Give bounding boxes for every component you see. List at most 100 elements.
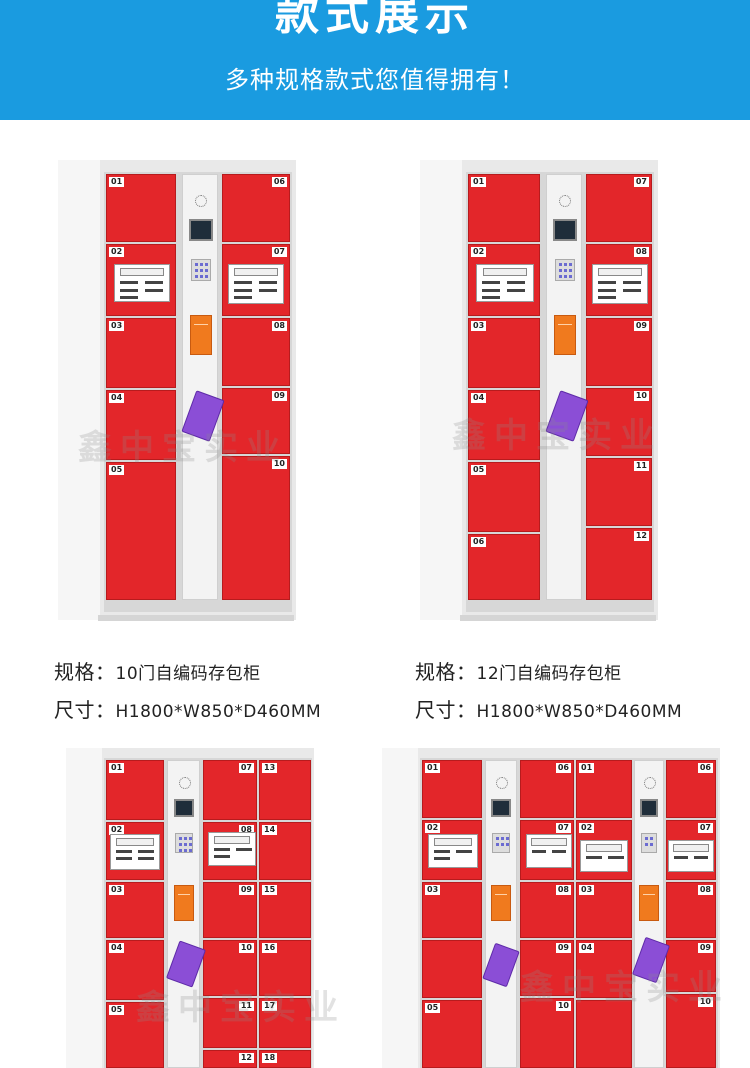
locker-image-double-unit: 01 02 03 05 06 07 08 09 10 01 02 03 04 0… [382, 748, 720, 1068]
door-number: 02 [425, 823, 441, 833]
door-number: 04 [109, 943, 125, 953]
watermark: 鑫中宝实业 [520, 968, 730, 1008]
door-number: 02 [579, 823, 595, 833]
instruction-label [174, 885, 194, 921]
locker-door: 01 [422, 760, 482, 818]
door-number: 05 [109, 1005, 125, 1015]
instruction-label [491, 885, 511, 921]
locker-door: 09 [520, 940, 574, 996]
size-value: H1800*W850*D460MM [476, 702, 683, 722]
locker-door: 08 [222, 318, 290, 386]
speaker-icon [496, 777, 508, 789]
door-number: 06 [271, 177, 287, 187]
door-number: 03 [109, 321, 125, 331]
locker-door [576, 1000, 632, 1068]
size-value: H1800*W850*D460MM [115, 702, 322, 722]
door-number: 07 [697, 823, 713, 833]
watermark: 鑫中宝实业 [78, 428, 288, 468]
locker-door: 05 [106, 1002, 164, 1068]
locker-door: 15 [259, 882, 311, 938]
door-number: 01 [425, 763, 441, 773]
locker-door: 09 [666, 940, 716, 992]
door-number: 01 [579, 763, 595, 773]
locker-door: 09 [222, 388, 290, 454]
operation-steps-panel [114, 264, 170, 302]
instruction-label [554, 315, 576, 355]
door-number: 08 [555, 885, 571, 895]
door-number: 03 [471, 321, 487, 331]
banner-title: 款式展示 [275, 0, 475, 40]
door-number: 06 [471, 537, 487, 547]
door-number: 12 [238, 1053, 254, 1063]
locker-door: 10 [222, 456, 290, 600]
door-number: 14 [262, 825, 278, 835]
size-label: 尺寸： [415, 698, 477, 722]
door-number: 08 [271, 321, 287, 331]
operation-steps-panel [208, 832, 256, 866]
banner-subtitle: 多种规格款式您值得拥有！ [225, 66, 525, 94]
door-number: 18 [262, 1053, 278, 1063]
locker-door: 05 [422, 1000, 482, 1068]
door-number: 05 [471, 465, 487, 475]
operation-steps-panel [228, 264, 284, 304]
operation-steps-panel [592, 264, 648, 304]
keypad [175, 833, 193, 853]
locker-door: 08 [666, 882, 716, 938]
door-number: 10 [238, 943, 254, 953]
door-number: 10 [555, 1001, 571, 1011]
screen [640, 799, 658, 817]
screen [491, 799, 511, 817]
locker-door: 03 [468, 318, 540, 388]
door-number: 15 [262, 885, 278, 895]
door-number: 13 [262, 763, 278, 773]
operation-steps-panel [580, 840, 628, 872]
screen [174, 799, 194, 817]
screen [553, 219, 577, 241]
door-number: 09 [555, 943, 571, 953]
door-number: 08 [697, 885, 713, 895]
door-number: 03 [425, 885, 441, 895]
locker-door: 04 [106, 390, 176, 460]
locker-door: 10 [586, 388, 652, 456]
door-number: 07 [238, 763, 254, 773]
control-column [634, 760, 664, 1068]
locker-image-12-door: 01 02 03 04 05 06 07 08 09 10 11 12 [420, 160, 658, 621]
door-number: 04 [109, 393, 125, 403]
door-number: 06 [555, 763, 571, 773]
locker-door: 12 [586, 528, 652, 600]
locker-door: 06 [666, 760, 716, 818]
locker-door: 18 [259, 1050, 311, 1068]
speaker-icon [179, 777, 191, 789]
spec-value: 10门自编码存包柜 [115, 664, 261, 684]
locker-door: 16 [259, 940, 311, 996]
locker-door: 08 [520, 882, 574, 938]
locker-door: 03 [576, 882, 632, 938]
door-number: 06 [697, 763, 713, 773]
door-number: 07 [633, 177, 649, 187]
door-number: 01 [471, 177, 487, 187]
keypad [555, 259, 575, 281]
speaker-icon [644, 777, 656, 789]
locker-door: 09 [586, 318, 652, 386]
locker-door [422, 940, 482, 998]
door-number: 08 [633, 247, 649, 257]
control-column [167, 760, 200, 1068]
keypad [641, 833, 657, 853]
door-number: 16 [262, 943, 278, 953]
door-number: 02 [471, 247, 487, 257]
spec-label: 规格： [415, 660, 477, 684]
door-number: 05 [109, 465, 125, 475]
control-column [485, 760, 517, 1068]
door-number: 09 [697, 943, 713, 953]
locker-door: 11 [203, 998, 257, 1048]
locker-door: 10 [203, 940, 257, 996]
watermark: 鑫中宝实业 [452, 416, 662, 456]
locker-door: 12 [203, 1050, 257, 1068]
locker-door: 11 [586, 458, 652, 526]
locker-door: 03 [422, 882, 482, 938]
operation-steps-panel [668, 840, 714, 872]
door-number: 02 [109, 247, 125, 257]
door-number: 01 [109, 763, 125, 773]
door-number: 07 [271, 247, 287, 257]
locker-door: 01 [576, 760, 632, 818]
